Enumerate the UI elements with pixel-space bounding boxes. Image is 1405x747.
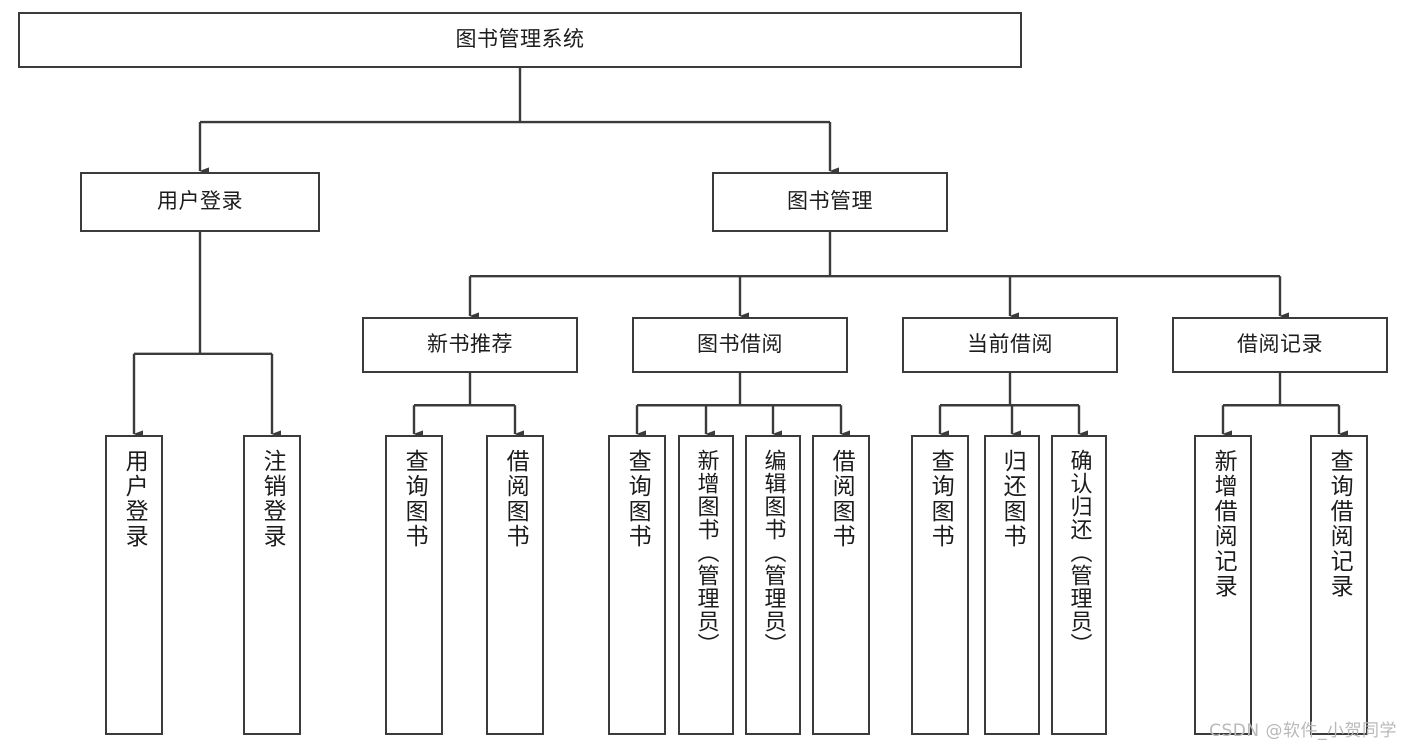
- node-label: 图书管理系统: [455, 27, 585, 52]
- node-label: 用户登录: [157, 189, 243, 214]
- node-leaf-bor-borrow-book: 借阅图书: [812, 435, 870, 735]
- node-l3-new-book-rec: 新书推荐: [362, 317, 578, 373]
- node-l3-borrow-record: 借阅记录: [1172, 317, 1388, 373]
- node-leaf-rec-query-book: 查询图书: [385, 435, 443, 735]
- node-label: 新书推荐: [427, 332, 513, 357]
- node-leaf-bor-add-book: 新增图书（管理员）: [678, 435, 734, 735]
- node-l3-current-borrow: 当前借阅: [902, 317, 1118, 373]
- node-label: 查询图书: [624, 449, 651, 549]
- node-label: 图书借阅: [697, 332, 783, 357]
- node-leaf-rec-add-record: 新增借阅记录: [1194, 435, 1252, 735]
- node-leaf-rec-borrow-book: 借阅图书: [486, 435, 544, 735]
- edge-group: [132, 68, 1348, 438]
- watermark-text: CSDN @软件_小贺同学: [1209, 721, 1397, 741]
- node-label: 注销登录: [259, 449, 286, 549]
- node-label: 查询借阅记录: [1326, 449, 1353, 599]
- node-leaf-cur-confirm-return: 确认归还（管理员）: [1051, 435, 1107, 735]
- node-label: 查询图书: [401, 449, 428, 549]
- node-label: 确认归还（管理员）: [1066, 449, 1092, 656]
- node-label: 当前借阅: [967, 332, 1053, 357]
- node-label: 图书管理: [787, 189, 873, 214]
- node-l2-book-manage: 图书管理: [712, 172, 948, 232]
- node-label: 借阅图书: [502, 449, 529, 549]
- node-label: 编辑图书（管理员）: [760, 449, 786, 656]
- node-label: 用户登录: [121, 449, 148, 549]
- node-root: 图书管理系统: [18, 12, 1022, 68]
- node-label: 归还图书: [999, 449, 1026, 549]
- node-label: 借阅图书: [828, 449, 855, 549]
- node-label: 查询图书: [927, 449, 954, 549]
- node-l3-book-borrow: 图书借阅: [632, 317, 848, 373]
- node-l2-user-login: 用户登录: [80, 172, 320, 232]
- node-leaf-user-login: 用户登录: [105, 435, 163, 735]
- node-leaf-cur-query-book: 查询图书: [911, 435, 969, 735]
- node-label: 新增图书（管理员）: [693, 449, 719, 656]
- node-label: 新增借阅记录: [1210, 449, 1237, 599]
- node-leaf-bor-edit-book: 编辑图书（管理员）: [745, 435, 801, 735]
- node-leaf-rec-query-record: 查询借阅记录: [1310, 435, 1368, 735]
- node-leaf-bor-query-book: 查询图书: [608, 435, 666, 735]
- node-leaf-logout: 注销登录: [243, 435, 301, 735]
- node-label: 借阅记录: [1237, 332, 1323, 357]
- node-leaf-cur-return-book: 归还图书: [984, 435, 1040, 735]
